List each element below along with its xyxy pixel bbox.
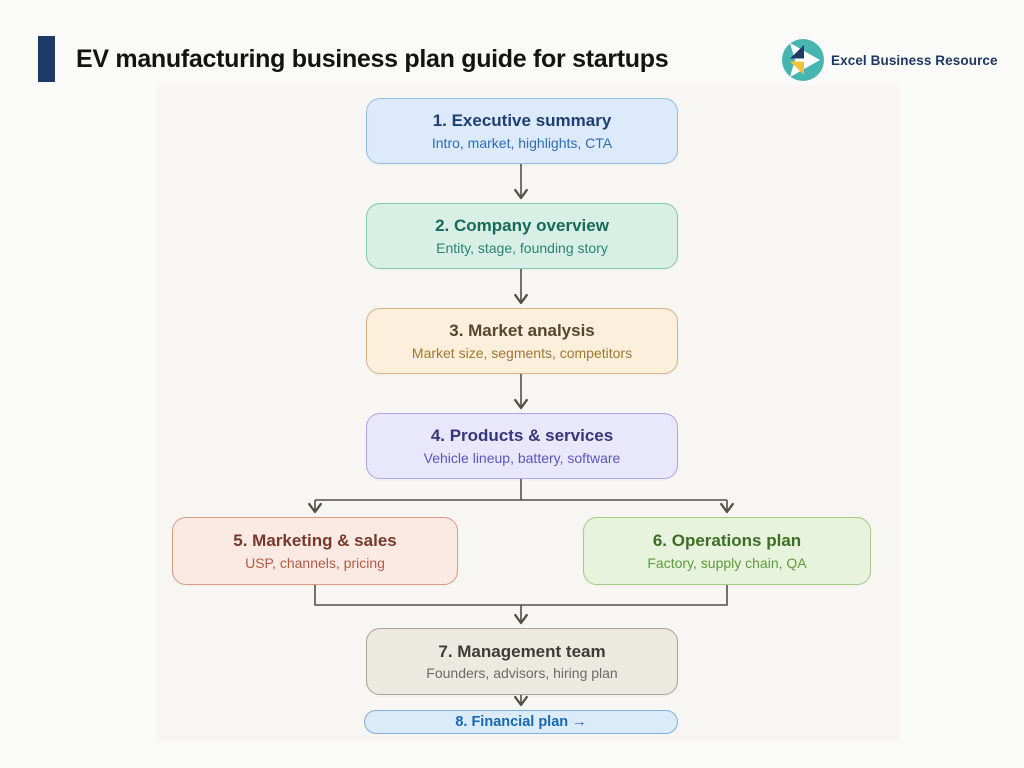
brand-name: Excel Business Resource — [831, 52, 998, 68]
flow-box-company-overview: 2. Company overview Entity, stage, found… — [366, 203, 678, 269]
flow-box-executive-summary: 1. Executive summary Intro, market, high… — [366, 98, 678, 164]
flow-box-subtitle: Entity, stage, founding story — [436, 239, 608, 256]
flow-box-subtitle: Factory, supply chain, QA — [647, 554, 807, 571]
flow-box-market-analysis: 3. Market analysis Market size, segments… — [366, 308, 678, 374]
flow-box-title: 1. Executive summary — [432, 111, 612, 131]
flow-box-title: 3. Market analysis — [449, 321, 595, 341]
flow-box-title: 4. Products & services — [430, 426, 614, 446]
title-accent-bar — [38, 36, 55, 82]
flow-box-subtitle: USP, channels, pricing — [245, 554, 385, 571]
flow-box-financial-plan-link[interactable]: 8. Financial plan → — [364, 710, 678, 734]
flow-box-title: 5. Marketing & sales — [233, 531, 397, 551]
flow-box-products-services: 4. Products & services Vehicle lineup, b… — [366, 413, 678, 479]
flow-box-title: 8. Financial plan → — [455, 713, 587, 730]
flow-box-operations-plan: 6. Operations plan Factory, supply chain… — [583, 517, 871, 585]
flow-box-title: 7. Management team — [438, 641, 606, 661]
brand-logo: Excel Business Resource — [781, 38, 998, 82]
brand-logo-icon — [782, 39, 824, 81]
flow-box-marketing-sales: 5. Marketing & sales USP, channels, pric… — [172, 517, 458, 585]
flow-box-subtitle: Market size, segments, competitors — [411, 344, 633, 361]
page-title: EV manufacturing business plan guide for… — [76, 44, 669, 73]
flow-box-subtitle: Vehicle lineup, battery, software — [423, 449, 621, 466]
flow-box-subtitle: Intro, market, highlights, CTA — [431, 134, 613, 151]
flow-box-management-team: 7. Management team Founders, advisors, h… — [366, 628, 678, 695]
header: EV manufacturing business plan guide for… — [0, 0, 1024, 85]
flow-box-title: 6. Operations plan — [652, 531, 802, 551]
flow-box-subtitle: Founders, advisors, hiring plan — [426, 665, 618, 682]
flow-box-title: 2. Company overview — [435, 216, 609, 236]
